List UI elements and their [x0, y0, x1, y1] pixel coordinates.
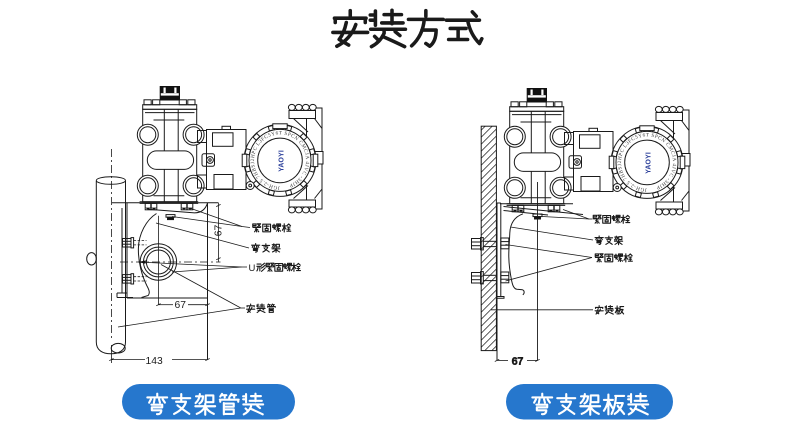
svg-text:U: U: [249, 263, 256, 274]
svg-text:67: 67: [175, 300, 187, 311]
svg-text:67: 67: [214, 225, 225, 237]
svg-text:67: 67: [512, 356, 524, 367]
svg-text:143: 143: [146, 356, 163, 367]
